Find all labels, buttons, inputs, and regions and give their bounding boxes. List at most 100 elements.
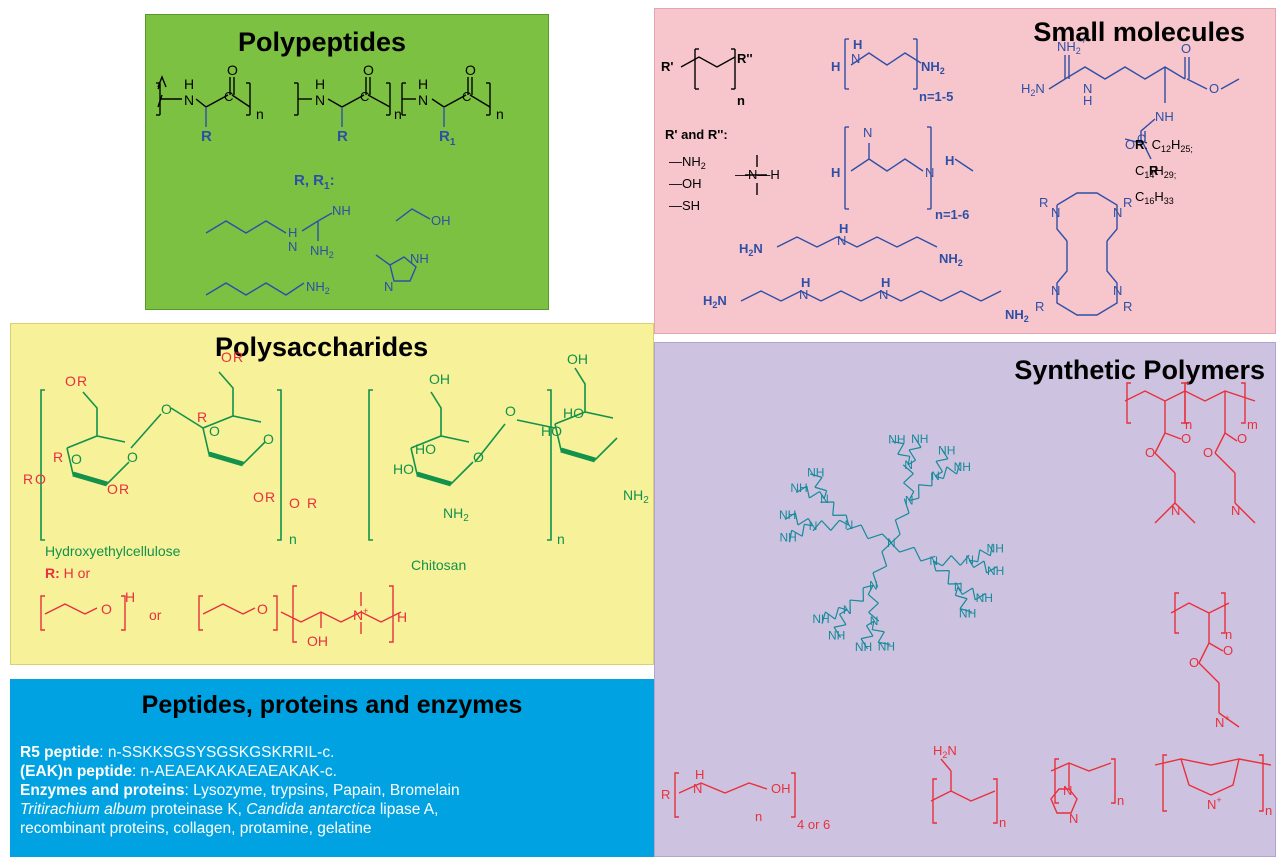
svg-text:NH: NH: [954, 460, 971, 474]
svg-text:N: N: [1051, 205, 1060, 220]
svg-text:R1: R1: [439, 128, 456, 148]
svg-text:O: O: [1125, 137, 1135, 152]
svg-text:NH: NH: [987, 541, 1004, 555]
svg-text:H: H: [418, 76, 428, 92]
svg-text:R: R: [53, 449, 63, 465]
peptides-title: Peptides, proteins and enzymes: [141, 691, 523, 719]
svg-text:NH: NH: [959, 607, 976, 621]
svg-text:H2N: H2N: [739, 241, 763, 258]
svg-text:NH: NH: [888, 432, 905, 446]
small-molecules-title: Small molecules: [1033, 17, 1245, 47]
svg-text:NH: NH: [987, 564, 1004, 578]
svg-text:O: O: [473, 449, 484, 465]
svg-text:H2N: H2N: [933, 743, 957, 760]
svg-text:O: O: [161, 401, 172, 417]
tritirachium-line: Tritirachium album proteinase K, Candida…: [20, 801, 439, 818]
svg-text:R: R: [1039, 195, 1048, 210]
svg-text:H: H: [945, 153, 954, 168]
svg-text:N: N: [1051, 283, 1060, 298]
svg-text:n: n: [394, 106, 402, 122]
svg-text:N+: N+: [1207, 795, 1222, 812]
svg-text:N: N: [288, 239, 297, 254]
svg-text:R' and R'':: R' and R'':: [665, 127, 728, 142]
svg-text:n: n: [256, 106, 264, 122]
svg-text:C: C: [462, 89, 471, 104]
svg-text:NH: NH: [410, 251, 429, 266]
svg-text:NH2: NH2: [921, 59, 945, 76]
svg-text:O: O: [227, 62, 238, 78]
svg-text:H: H: [125, 589, 135, 605]
svg-text:R: C12H25;: R: C12H25;: [1135, 137, 1193, 154]
svg-text:NH: NH: [976, 591, 993, 605]
svg-text:NH: NH: [828, 629, 845, 643]
svg-text:Chitosan: Chitosan: [411, 557, 466, 573]
svg-text:O: O: [1209, 81, 1219, 96]
svg-text:O: O: [101, 601, 112, 617]
svg-text:HO: HO: [393, 461, 414, 477]
svg-text:N: N: [887, 536, 896, 550]
svg-text:N: N: [1113, 205, 1122, 220]
svg-text:H: H: [184, 76, 194, 92]
small-molecules-panel: Small molecules R' R'' n R' and R'': —NH…: [654, 8, 1276, 334]
svg-text:N: N: [184, 92, 194, 108]
svg-text:—N—H: —N—H: [735, 167, 780, 182]
svg-text:H: H: [839, 221, 848, 236]
svg-text:NH: NH: [779, 531, 796, 545]
svg-text:NH: NH: [812, 612, 829, 626]
svg-text:H: H: [831, 165, 840, 180]
svg-text:N: N: [1069, 811, 1078, 826]
svg-text:O: O: [35, 471, 46, 487]
svg-text:n: n: [999, 815, 1006, 830]
svg-text:H: H: [695, 767, 704, 782]
svg-text:R: R: [307, 495, 317, 511]
svg-text:N: N: [851, 51, 860, 66]
svg-text:NH: NH: [855, 640, 872, 654]
svg-text:or: or: [149, 607, 162, 623]
svg-text:N: N: [905, 494, 914, 508]
svg-text:O: O: [1203, 445, 1213, 460]
svg-text:N: N: [1231, 503, 1240, 518]
svg-text:N: N: [870, 614, 879, 628]
svg-text:R: R: [661, 787, 670, 802]
svg-text:N+: N+: [353, 606, 368, 623]
peptides-list: R5 peptide: n-SSKKSGSYSGSKGSKRRIL-c. (EA…: [20, 743, 460, 838]
small-molecules-structures: R' R'' n R' and R'': —NH2 —OH —SH —N—H: [661, 36, 1240, 324]
svg-text:N: N: [843, 603, 852, 617]
svg-text:n: n: [496, 106, 504, 122]
svg-text:R: R: [233, 349, 243, 365]
svg-text:HO: HO: [415, 441, 436, 457]
svg-text:NH2: NH2: [623, 487, 649, 506]
svg-text:O: O: [65, 373, 76, 389]
svg-text:O: O: [107, 481, 118, 497]
polysaccharides-title: Polysaccharides: [215, 332, 429, 362]
svg-text:N: N: [799, 287, 808, 302]
svg-text:O: O: [1145, 445, 1155, 460]
svg-text:n: n: [737, 93, 745, 108]
svg-text:H: H: [853, 37, 862, 52]
svg-text:4 or 6: 4 or 6: [797, 817, 830, 832]
svg-text:N: N: [965, 553, 974, 567]
svg-text:NH: NH: [790, 481, 807, 495]
svg-text:N: N: [837, 233, 846, 248]
svg-text:n: n: [1185, 417, 1192, 432]
svg-text:C14H29;: C14H29;: [1135, 163, 1176, 180]
svg-text:C16H33: C16H33: [1135, 189, 1174, 206]
svg-text:N: N: [693, 781, 702, 796]
svg-text:R, R1:: R, R1:: [294, 172, 335, 192]
polypeptides-panel: Polypeptides: [145, 14, 549, 310]
svg-text:HO: HO: [563, 405, 584, 421]
svg-text:N: N: [384, 279, 393, 294]
svg-text:N: N: [1063, 783, 1072, 798]
svg-text:NH2: NH2: [310, 243, 334, 260]
svg-text:N: N: [863, 125, 872, 140]
svg-text:R: R: [23, 471, 33, 487]
svg-text:N+: N+: [1215, 713, 1230, 730]
svg-text:NH: NH: [332, 203, 351, 218]
svg-text:O: O: [1237, 431, 1247, 446]
svg-text:O: O: [221, 349, 232, 365]
svg-text:R: R: [265, 489, 275, 505]
svg-text:O: O: [209, 423, 220, 439]
